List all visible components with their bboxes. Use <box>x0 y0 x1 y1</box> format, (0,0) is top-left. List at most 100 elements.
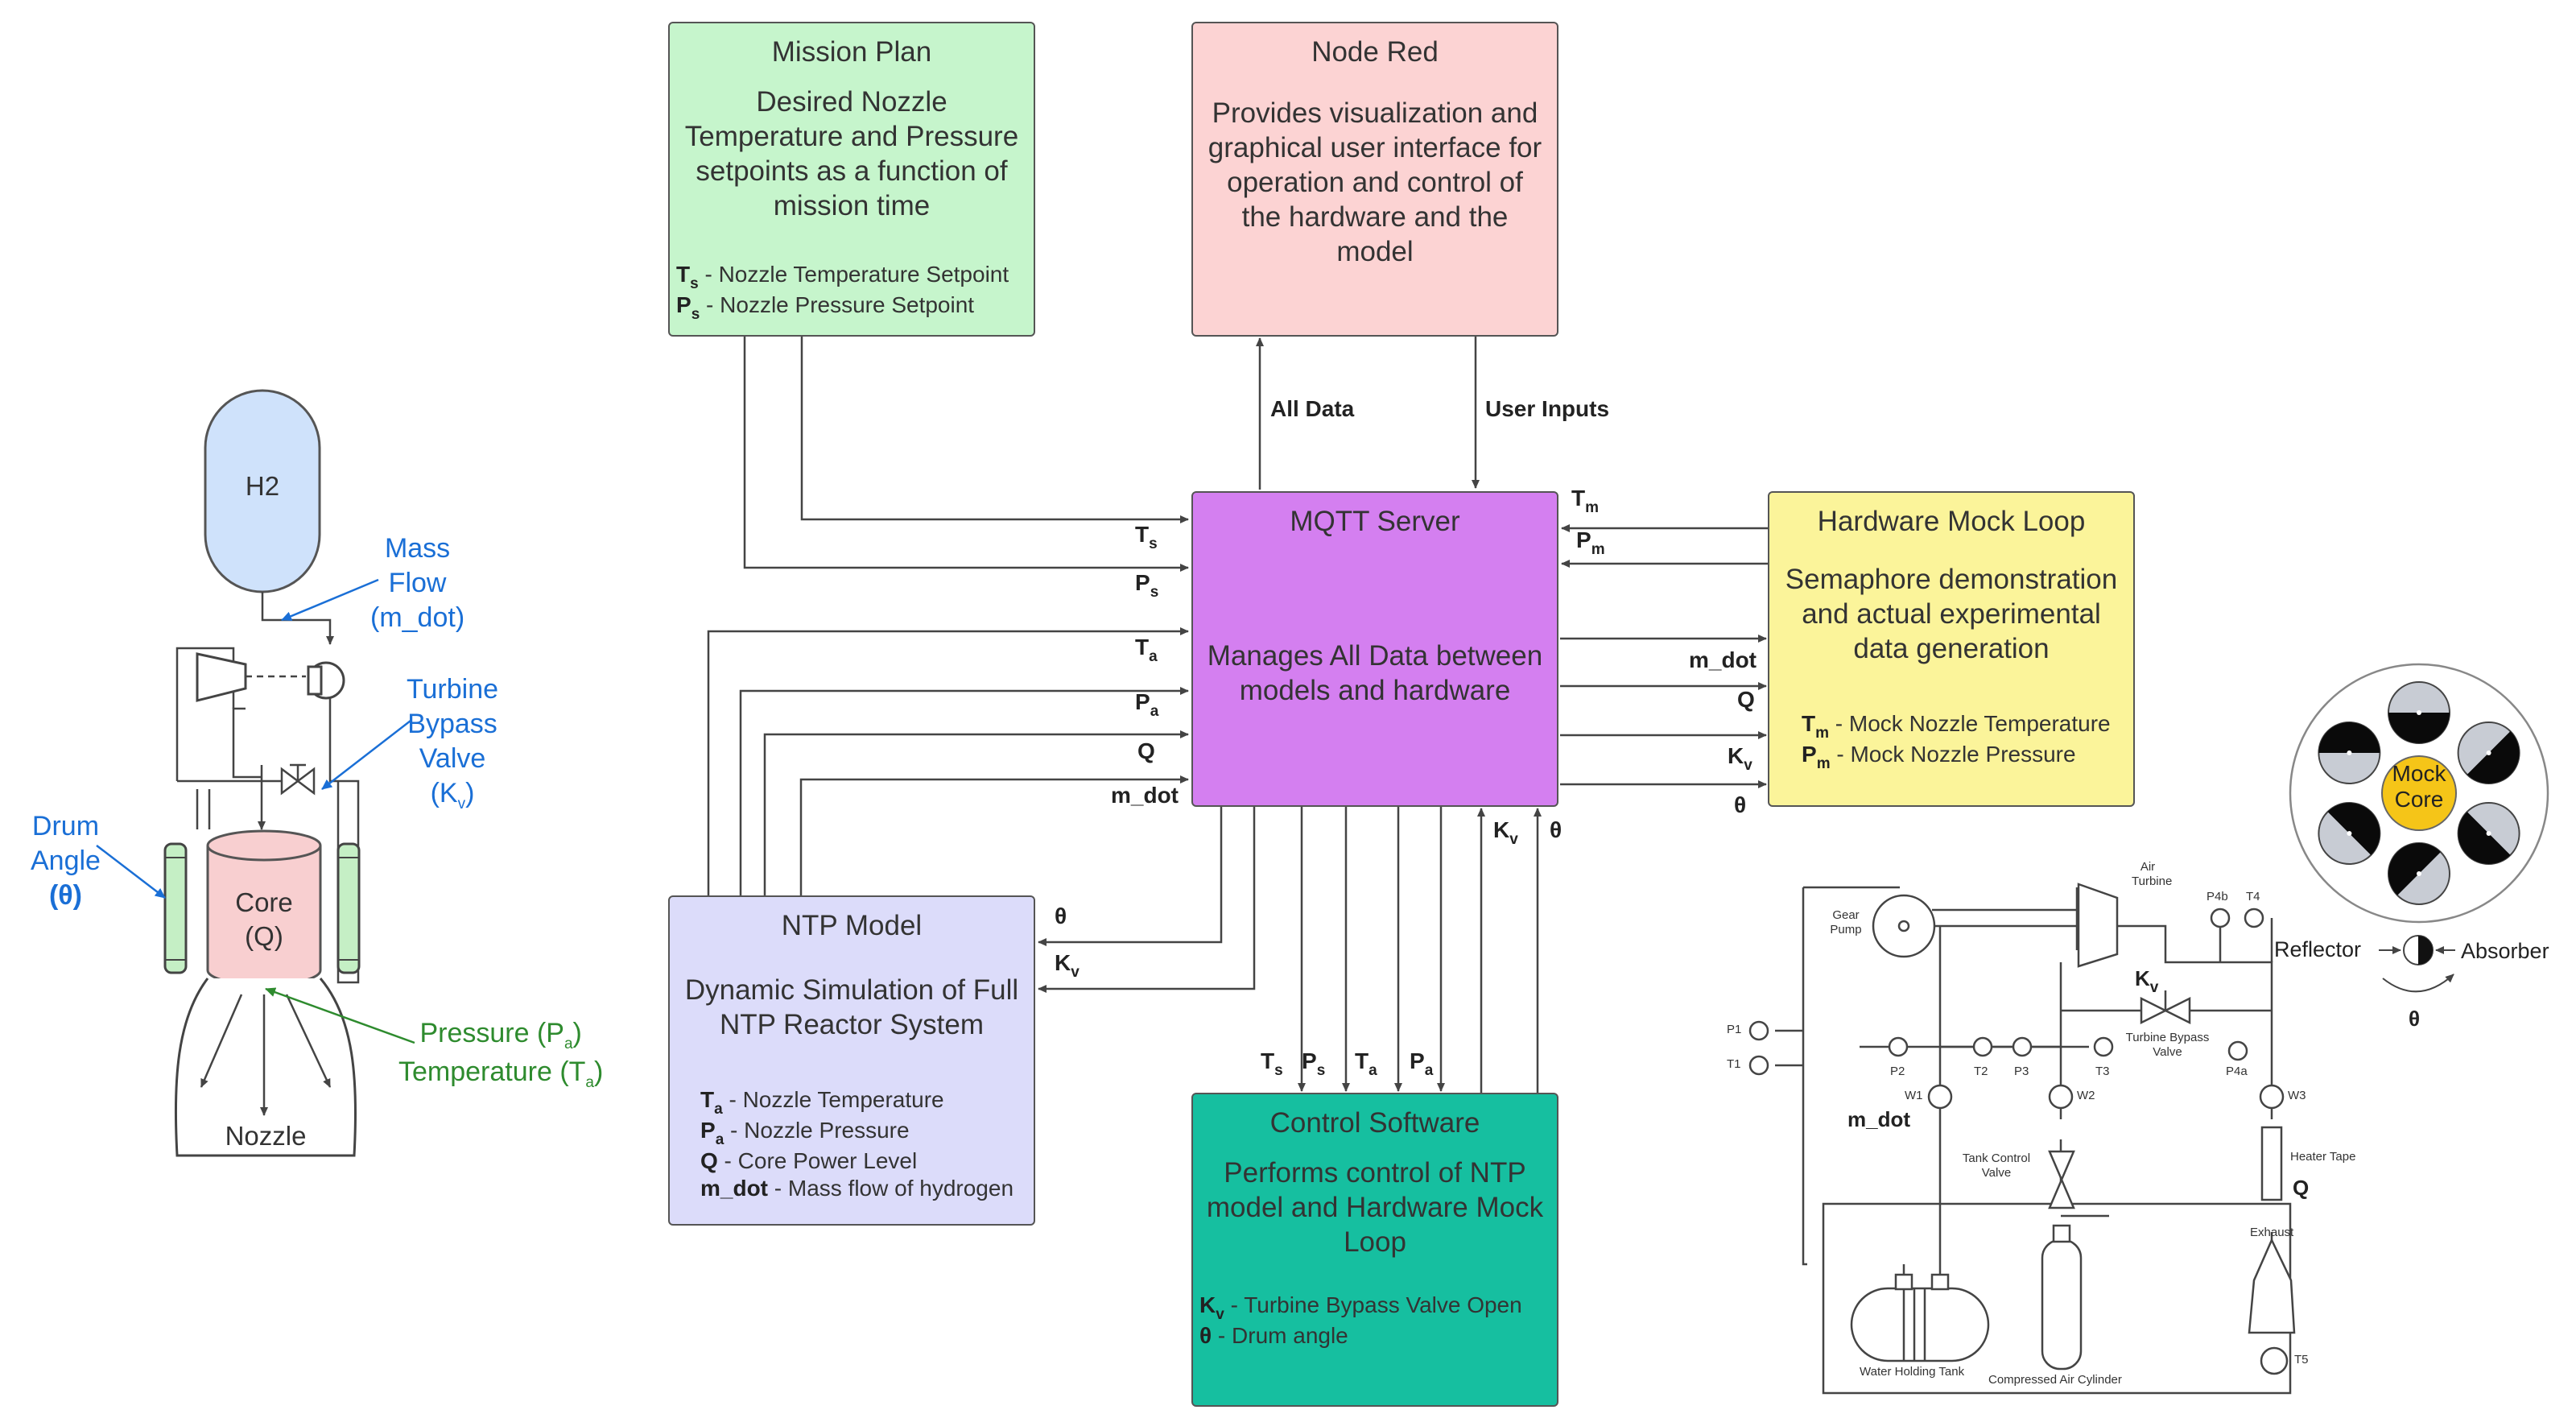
rig-p1: P1 <box>1727 1023 1742 1036</box>
label-theta-ntp: θ <box>1055 903 1067 928</box>
heater-tape-shape <box>2260 1126 2283 1201</box>
label-q-hw: Q <box>1737 687 1755 712</box>
rig-t1: T1 <box>1727 1057 1741 1071</box>
air-turbine-shape <box>2077 883 2119 968</box>
node-red-desc: Provides visualization and graphical use… <box>1208 97 1542 267</box>
label-ps-ctrl: Ps <box>1302 1048 1326 1079</box>
nozzle-label: Nozzle <box>225 1121 307 1151</box>
rig-q: Q <box>2293 1176 2310 1200</box>
drum-pointer <box>96 845 166 899</box>
rig-components <box>1748 883 2296 1375</box>
drum-left <box>163 842 188 974</box>
legend-row: Ta - Nozzle Temperature <box>700 1087 944 1118</box>
label-kv-hw: Kv <box>1728 743 1752 774</box>
label-ts-ctrl: Ts <box>1261 1048 1283 1079</box>
rig-p4b: P4b <box>2207 890 2228 903</box>
rig-t4: T4 <box>2246 890 2260 903</box>
hardware-legend: Tm - Mock Nozzle Temperature Pm - Mock N… <box>1769 710 2133 772</box>
turbine-pointer <box>321 720 411 790</box>
pressure-temperature-label: Pressure (Pa) Temperature (Ta) <box>398 1018 604 1091</box>
mock-core-shape <box>2381 755 2457 831</box>
legend-row: θ - Drum angle <box>1199 1323 1348 1348</box>
label-mdot-in: m_dot <box>1111 783 1179 808</box>
turbine-shape <box>196 652 247 702</box>
label-pa-ctrl: Pa <box>1410 1048 1434 1079</box>
rig-heater-tape: Heater Tape <box>2290 1150 2356 1164</box>
label-user-inputs: User Inputs <box>1485 396 1610 421</box>
control-title: Control Software <box>1269 1107 1480 1139</box>
reflector-label: Reflector <box>2274 937 2362 961</box>
arrow-ps-mission-mqtt <box>743 337 1189 572</box>
air-cylinder-shape <box>2041 1238 2083 1371</box>
label-kv-ntp: Kv <box>1055 950 1080 981</box>
control-drum <box>2388 842 2450 905</box>
legend-row: Kv - Turbine Bypass Valve Open <box>1199 1292 1522 1323</box>
node-red-box: Node Red Provides visualization and grap… <box>1191 22 1558 337</box>
rig-bypass-valve <box>2140 996 2168 1025</box>
t5-sensor <box>2260 1346 2289 1375</box>
ntp-desc: Dynamic Simulation of Full NTP Reactor S… <box>684 974 1019 1040</box>
label-tm: Tm <box>1571 486 1600 516</box>
legend-row: Q - Core Power Level <box>700 1148 918 1173</box>
label-ta-in: Ta <box>1135 635 1158 665</box>
nozzle-shape <box>174 978 357 1157</box>
arrow-pa-ntp-mqtt <box>739 687 1189 895</box>
label-pm: Pm <box>1576 527 1605 558</box>
reactor-schematic <box>96 389 415 1157</box>
rig-gear-pump: Gear Pump <box>1830 908 1862 936</box>
rig-p4a: P4a <box>2226 1065 2248 1078</box>
rig-air-cylinder-label: Compressed Air Cylinder <box>1988 1373 2122 1387</box>
control-drum <box>2457 721 2520 784</box>
label-pa-in: Pa <box>1135 689 1159 720</box>
label-mdot-hw: m_dot <box>1689 647 1757 672</box>
rig-kv: Kv <box>2135 966 2159 996</box>
rig-bypass-valve-label: Turbine Bypass Valve <box>2125 1031 2210 1059</box>
mass-flow-pointer <box>281 578 379 622</box>
mqtt-server-desc: Manages All Data between models and hard… <box>1207 640 1543 706</box>
label-all-data: All Data <box>1270 396 1355 421</box>
arrow-ta-ntp-mqtt <box>707 627 1189 895</box>
rig-w1: W1 <box>1905 1089 1923 1102</box>
rig-water-tank-label: Water Holding Tank <box>1860 1365 1965 1379</box>
control-legend: Kv - Turbine Bypass Valve Open θ - Drum … <box>1193 1292 1557 1350</box>
mission-plan-title: Mission Plan <box>771 36 932 68</box>
control-drum <box>2388 681 2450 744</box>
label-ts-in: Ts <box>1135 522 1158 552</box>
drum-panel <box>2289 663 2549 993</box>
hardware-mock-loop-box: Hardware Mock Loop Semaphore demonstrati… <box>1768 491 2135 807</box>
rig-t5: T5 <box>2294 1353 2309 1366</box>
absorber-label: Absorber <box>2461 939 2549 963</box>
rig-tank-control-valve: Tank Control Valve <box>1962 1151 2031 1180</box>
rig-w3: W3 <box>2288 1089 2306 1102</box>
rig-mdot: m_dot <box>1847 1107 1910 1131</box>
mqtt-server-box: MQTT Server Manages All Data between mod… <box>1191 491 1558 807</box>
legend-row: Pm - Mock Nozzle Pressure <box>1802 742 2076 772</box>
rig-p2: P2 <box>1890 1065 1905 1078</box>
flow-line-main <box>261 592 334 645</box>
flow-line-loop <box>232 707 262 779</box>
mission-plan-desc: Desired Nozzle Temperature and Pressure … <box>684 86 1019 221</box>
control-software-box: Control Software Performs control of NTP… <box>1191 1093 1558 1407</box>
control-desc: Performs control of NTP model and Hardwa… <box>1206 1157 1544 1258</box>
legend-row: m_dot - Mass flow of hydrogen <box>700 1176 1014 1201</box>
arrow-ts-mission-mqtt <box>800 337 1189 523</box>
label-theta-hw: θ <box>1734 792 1747 817</box>
label-theta-ctrl: θ <box>1550 817 1563 842</box>
water-tank-shape <box>1850 1287 1990 1362</box>
ntp-model-box: NTP Model Dynamic Simulation of Full NTP… <box>668 895 1035 1226</box>
label-q-in: Q <box>1137 738 1155 763</box>
legend-row: Ps - Nozzle Pressure Setpoint <box>676 292 975 323</box>
hardware-title: Hardware Mock Loop <box>1817 506 2086 537</box>
legend-row: Ts - Nozzle Temperature Setpoint <box>676 262 1009 292</box>
ntp-title: NTP Model <box>781 910 923 941</box>
drum-theta-label: θ <box>2409 1007 2421 1031</box>
arrow-q-ntp-mqtt <box>763 730 1189 895</box>
bypass-valve-shape <box>280 767 300 796</box>
mission-plan-legend: Ts - Nozzle Temperature Setpoint Ps - No… <box>670 261 1034 323</box>
label-kv-ctrl: Kv <box>1493 817 1518 848</box>
node-red-title: Node Red <box>1311 36 1439 68</box>
arrow-theta-mqtt-ntp <box>1038 807 1223 946</box>
